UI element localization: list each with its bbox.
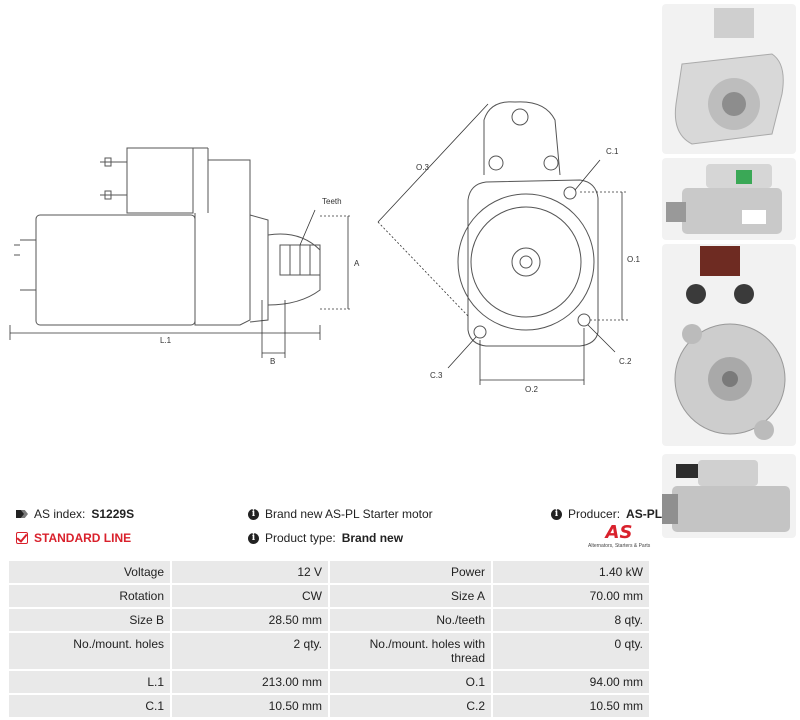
- dim-a-label: A: [354, 259, 360, 268]
- dim-o1-label: O.1: [627, 255, 640, 264]
- table-row: Rotation CW Size A 70.00 mm: [9, 585, 649, 607]
- info-icon: i: [248, 508, 259, 520]
- photo-side-illustration: [666, 164, 782, 234]
- spec-label: No./teeth: [330, 609, 494, 631]
- product-type-label: Product type:: [265, 531, 336, 545]
- spec-value: 70.00 mm: [493, 585, 649, 607]
- tag-icon: [16, 509, 28, 519]
- product-description: Brand new AS-PL Starter motor: [265, 507, 433, 521]
- logo-mark: AS: [605, 522, 633, 543]
- spec-label: C.2: [330, 695, 494, 717]
- spec-value: 2 qty.: [172, 633, 330, 669]
- photo-rear-illustration: [674, 246, 786, 440]
- dim-b-label: B: [270, 357, 275, 366]
- mount-flange-top: [483, 101, 561, 176]
- standard-line-label: STANDARD LINE: [34, 531, 132, 545]
- spec-value: CW: [172, 585, 330, 607]
- spec-label: O.1: [330, 671, 494, 693]
- teeth-label: Teeth: [322, 197, 342, 206]
- spec-value: 94.00 mm: [493, 671, 649, 693]
- drive-housing: [194, 159, 251, 326]
- spec-value: 8 qty.: [493, 609, 649, 631]
- as-index-line: AS index: S1229S: [16, 507, 134, 521]
- table-row: No./mount. holes 2 qty. No./mount. holes…: [9, 633, 649, 669]
- spec-value: 10.50 mm: [493, 695, 649, 717]
- spec-value: 0 qty.: [493, 633, 649, 669]
- photo-front-illustration: [674, 8, 784, 145]
- spec-table: Voltage 12 V Power 1.40 kW Rotation CW S…: [9, 559, 649, 719]
- as-index-value: S1229S: [91, 507, 135, 521]
- as-index-label: AS index:: [34, 507, 86, 521]
- spec-label: L.1: [9, 671, 173, 693]
- dim-o3-label: O.3: [416, 163, 429, 172]
- dim-c3-label: C.3: [430, 371, 443, 380]
- description-line: i Brand new AS-PL Starter motor: [248, 507, 433, 521]
- spec-label: Size A: [330, 585, 494, 607]
- photo-assembly-illustration: [662, 460, 790, 532]
- product-photo-rear[interactable]: [662, 244, 796, 446]
- table-row: C.1 10.50 mm C.2 10.50 mm: [9, 695, 649, 717]
- info-icon: i: [248, 532, 259, 544]
- front-ring-outer: [457, 193, 595, 331]
- motor-body: [35, 214, 196, 326]
- solenoid-outline: [126, 147, 194, 214]
- producer-value: AS-PL: [626, 507, 663, 521]
- spec-label: No./mount. holes: [9, 633, 173, 669]
- spec-label: C.1: [9, 695, 173, 717]
- logo-subtitle: Alternators, Starters & Parts: [588, 543, 651, 549]
- technical-drawing: Teeth A B L.1 O.3 C.1 O.1 C.2 C.3 O.2: [9, 101, 640, 394]
- dim-c2-label: C.2: [619, 357, 632, 366]
- table-row: Size B 28.50 mm No./teeth 8 qty.: [9, 609, 649, 631]
- product-type-value: Brand new: [341, 531, 404, 545]
- dim-c1-label: C.1: [606, 147, 619, 156]
- producer-line: i Producer: AS-PL: [551, 507, 662, 521]
- product-photo-front[interactable]: [662, 4, 796, 154]
- dim-l1-label: L.1: [160, 336, 172, 345]
- spec-value: 28.50 mm: [172, 609, 330, 631]
- spec-label: Power: [330, 561, 494, 583]
- spec-label: Size B: [9, 609, 173, 631]
- standard-line: STANDARD LINE: [16, 531, 131, 545]
- checkbox-icon: [16, 532, 28, 544]
- spec-value: 213.00 mm: [172, 671, 330, 693]
- product-photo-assembly[interactable]: [662, 454, 796, 538]
- producer-label: Producer:: [568, 507, 621, 521]
- spec-label: No./mount. holes with thread: [330, 633, 494, 669]
- spec-value: 10.50 mm: [172, 695, 330, 717]
- as-pl-logo: AS Alternators, Starters & Parts: [588, 522, 650, 549]
- spec-label: Rotation: [9, 585, 173, 607]
- table-row: Voltage 12 V Power 1.40 kW: [9, 561, 649, 583]
- table-row: L.1 213.00 mm O.1 94.00 mm: [9, 671, 649, 693]
- dim-o2-label: O.2: [525, 385, 538, 394]
- product-photo-side[interactable]: [662, 158, 796, 240]
- spec-value: 12 V: [172, 561, 330, 583]
- spec-label: Voltage: [9, 561, 173, 583]
- spec-value: 1.40 kW: [493, 561, 649, 583]
- product-type-line: i Product type: Brand new: [248, 531, 403, 545]
- info-icon: i: [551, 508, 562, 520]
